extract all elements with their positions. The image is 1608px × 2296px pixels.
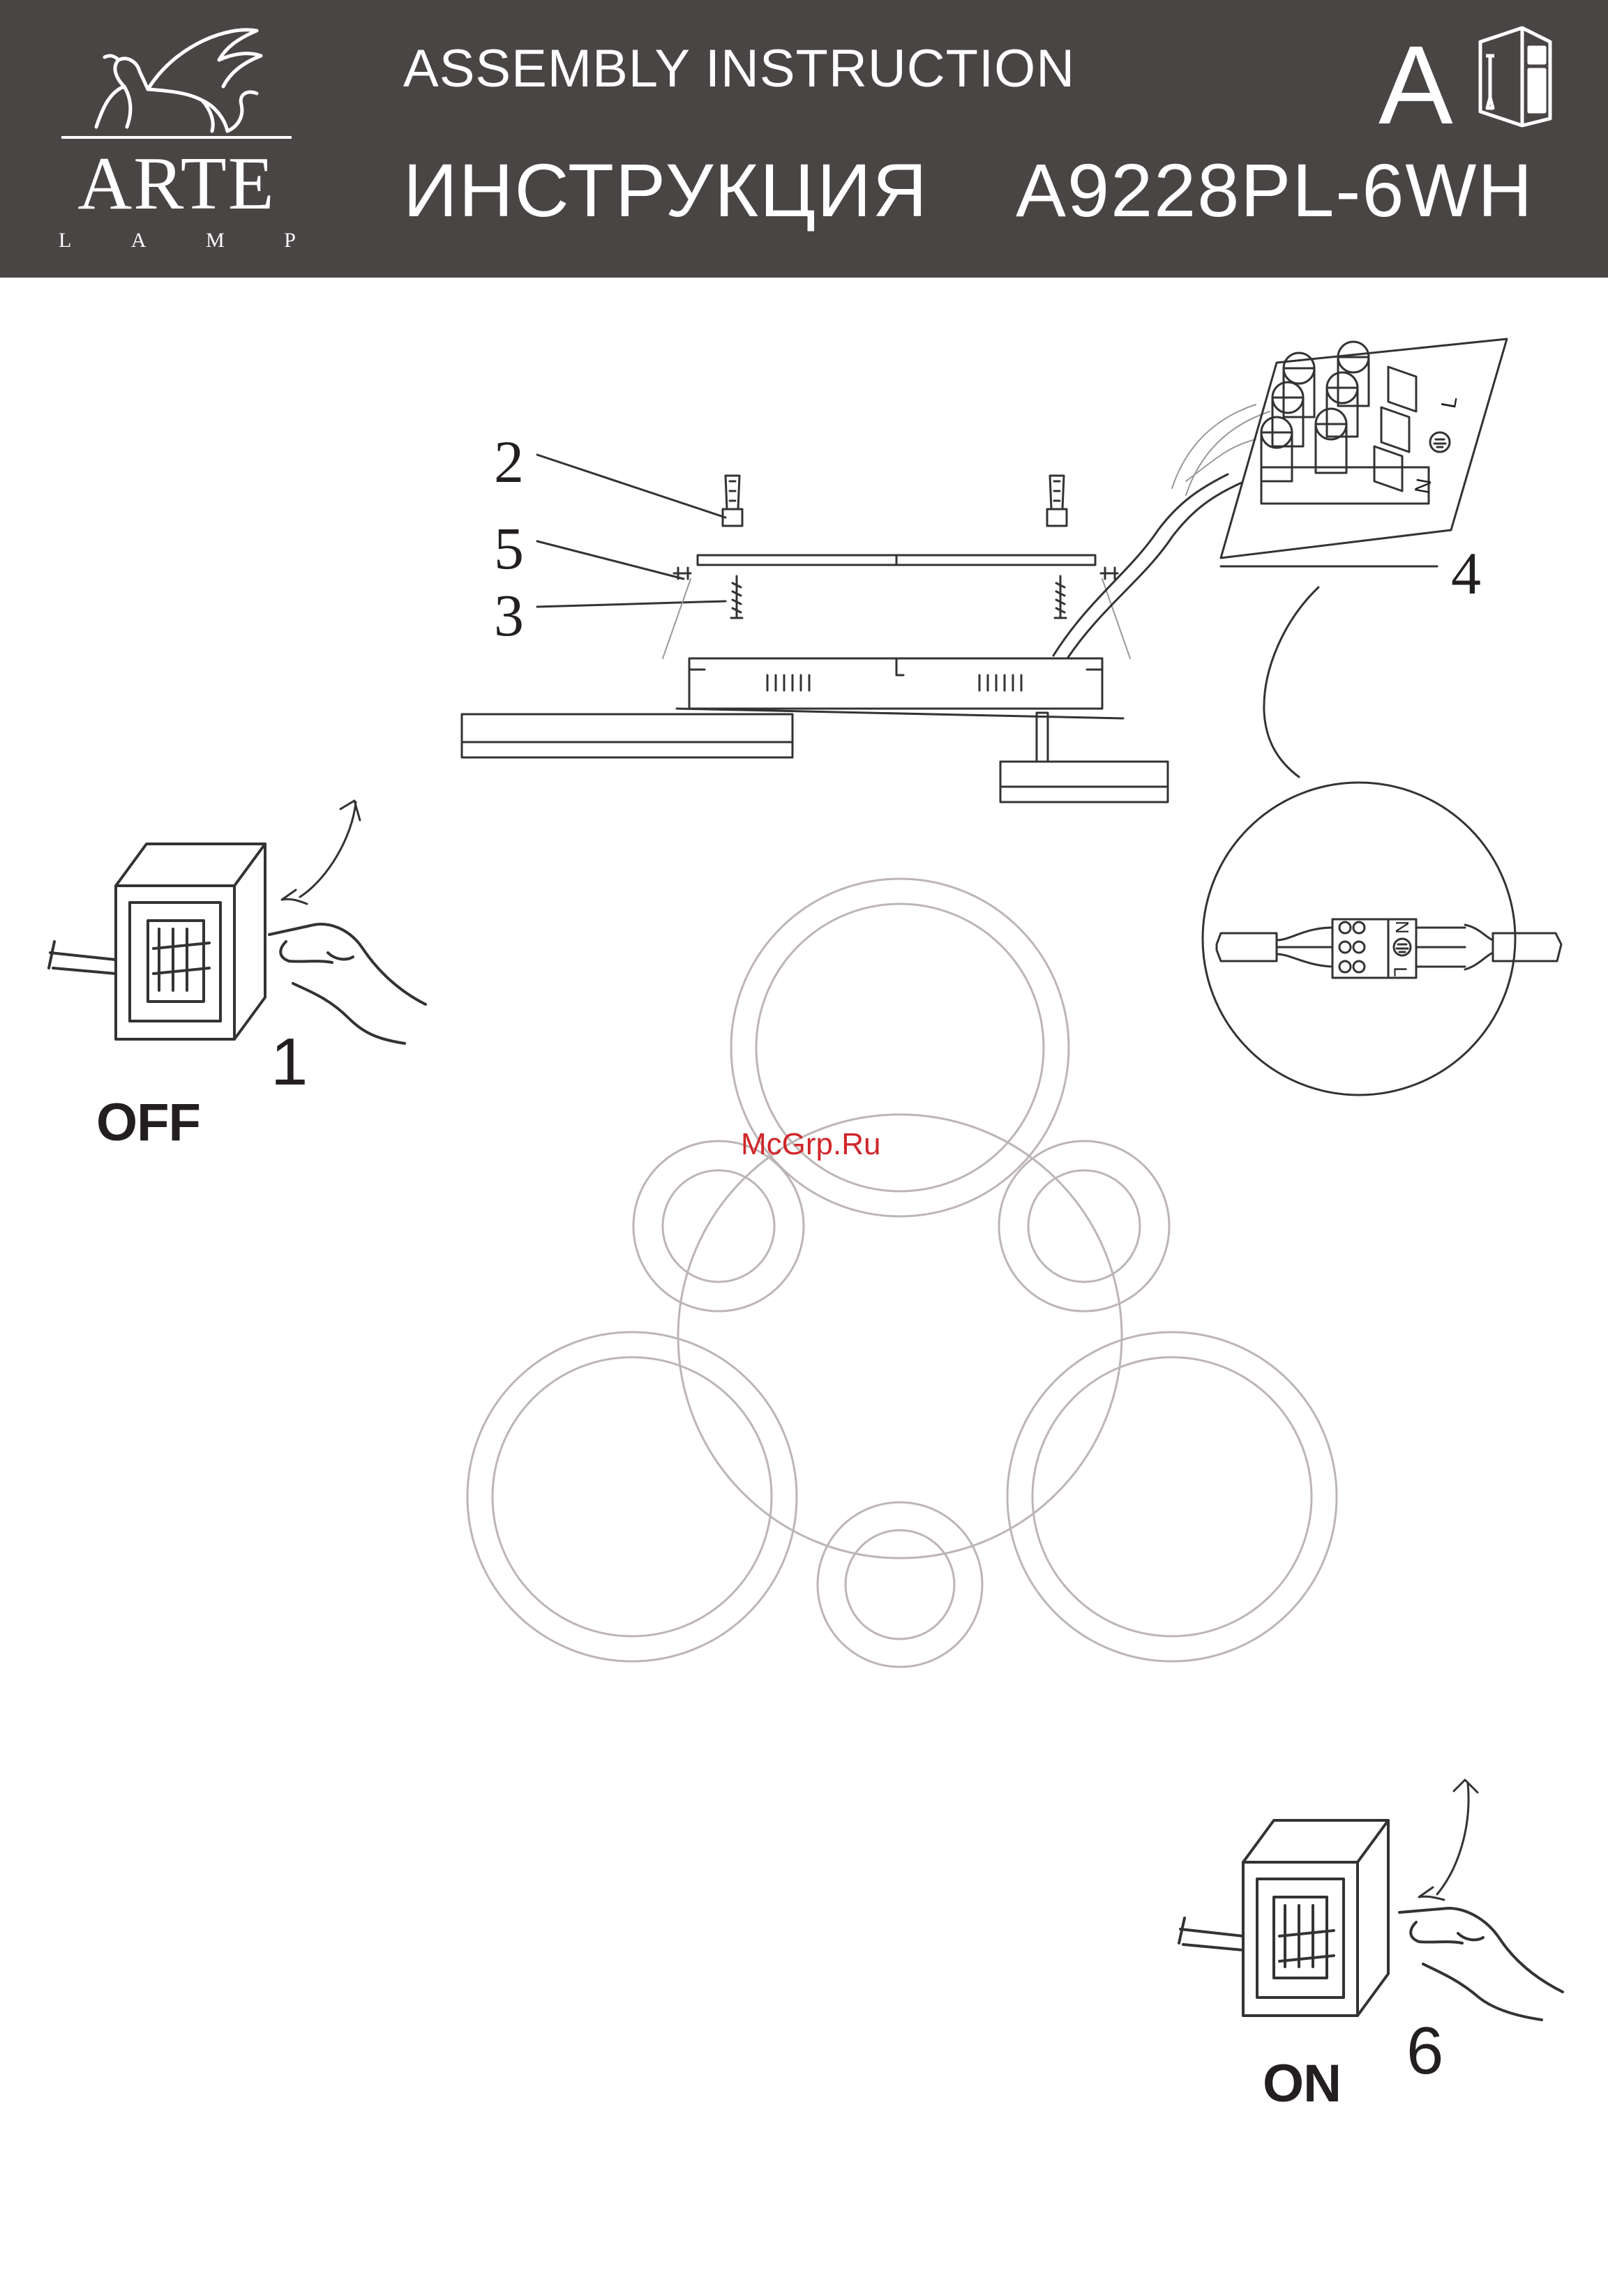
ring-small-left-inner [663, 1170, 774, 1282]
screw-left [731, 576, 742, 618]
brand-sub-letter: A [131, 229, 146, 252]
ring-large-top-outer [731, 879, 1069, 1216]
brand-sub-letter: L [59, 229, 71, 252]
callout-line-2 [537, 455, 726, 518]
page-letter: A [1378, 21, 1453, 149]
bubble-label-l: L [1390, 967, 1411, 976]
ring-small-bottom-inner [846, 1530, 954, 1639]
header-bar: ARTE L A M P ASSEMBLY INSTRUCTION ИНСТРУ… [0, 0, 1608, 278]
title-english: ASSEMBLY INSTRUCTION [403, 38, 1075, 99]
ring-large-right-inner [1032, 1357, 1312, 1636]
mounting-bar [698, 555, 1095, 565]
screw-right [1055, 576, 1066, 618]
wall-switch-off [49, 801, 426, 1043]
step-6-number: 6 [1406, 2013, 1443, 2090]
ring-small-left-outer [633, 1141, 804, 1311]
assembly-drawing [0, 278, 1608, 2296]
manual-info-icon [1473, 14, 1557, 133]
step-6-state: ON [1263, 2053, 1341, 2114]
ring-layout-top-view [467, 879, 1337, 1667]
wall-switch-on [1179, 1780, 1563, 2020]
callout-line-3 [537, 601, 726, 607]
arte-lamp-logo: ARTE L A M P [54, 22, 299, 259]
callout-4: 4 [1451, 538, 1481, 608]
light-bar-left [462, 714, 792, 757]
ring-center-backplate [678, 1115, 1122, 1558]
callout-2: 2 [494, 427, 524, 497]
ring-small-right-inner [1028, 1170, 1140, 1282]
bubble-label-n: N [1391, 921, 1413, 934]
terminal-block [1221, 339, 1507, 558]
brand-sub-letter: M [206, 229, 225, 252]
brand-subtitle: L A M P [59, 229, 296, 252]
wall-plug-right [1047, 476, 1067, 526]
wiring-zoom-bubble [1203, 587, 1561, 1095]
step-1-number: 1 [271, 1024, 308, 1101]
lamp-canopy [677, 658, 1123, 718]
ring-small-right-outer [999, 1141, 1169, 1311]
callout-3: 3 [494, 580, 524, 650]
power-wires [1053, 405, 1270, 658]
model-number: A9228PL-6WH [1016, 146, 1533, 234]
ring-large-left-inner [493, 1357, 772, 1636]
title-russian: ИНСТРУКЦИЯ [403, 146, 929, 234]
ring-large-right-outer [1007, 1332, 1337, 1661]
griffin-logo-icon [54, 22, 299, 148]
light-bar-right [1000, 713, 1168, 802]
watermark: McGrp.Ru [741, 1127, 880, 1162]
callout-line-5 [537, 541, 684, 579]
callout-5: 5 [494, 513, 524, 583]
step-1-state: OFF [96, 1092, 200, 1153]
ring-small-bottom-outer [818, 1502, 982, 1667]
brand-sub-letter: P [284, 229, 296, 252]
bolt-right [1101, 568, 1118, 579]
brand-name: ARTE [54, 141, 299, 227]
